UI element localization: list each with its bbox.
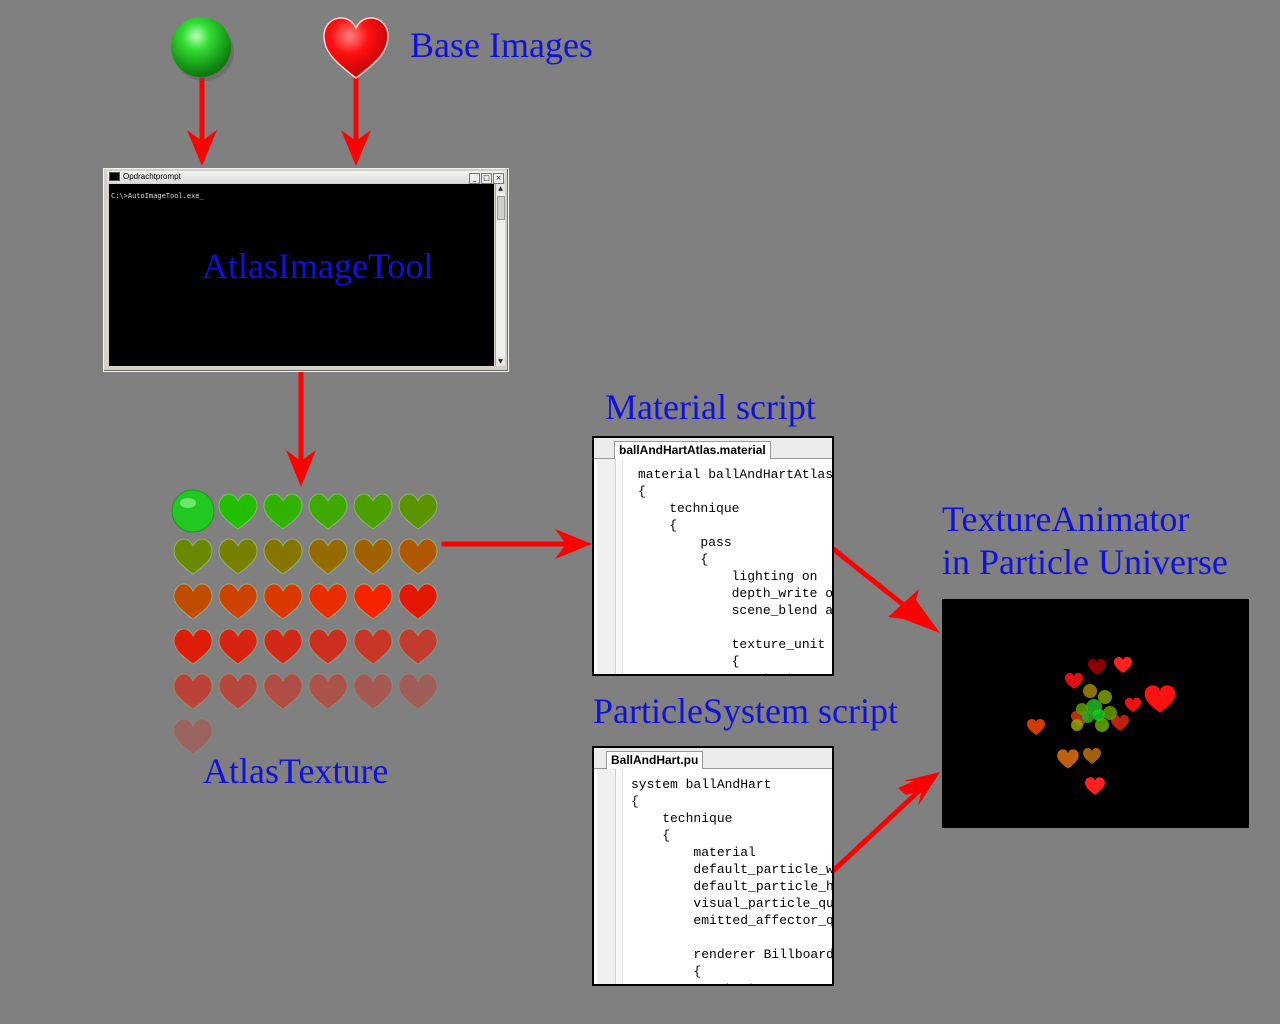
particle-heart [1124,697,1142,713]
particle-heart [1114,657,1132,673]
atlas-frame-heart [173,673,213,710]
particle-ball [1082,711,1094,723]
close-button[interactable]: × [493,173,504,184]
atlas-texture-label: AtlasTexture [203,751,389,791]
atlas-frame-heart [353,673,393,710]
scroll-down-icon[interactable]: ▼ [496,357,505,366]
maximize-button[interactable]: □ [481,173,492,184]
particle-preview [942,599,1249,828]
minimize-button[interactable]: _ [469,173,480,184]
particle-heart [1057,749,1079,769]
material-editor[interactable]: ballAndHartAtlas.material material ballA… [592,436,834,676]
atlas-frame-heart [398,538,438,575]
particle-ball [1098,690,1112,704]
particle-system-script-label: ParticleSystem script [593,691,898,731]
atlas-frame-heart [218,583,258,620]
fold-margin [617,769,623,984]
atlas-frame-heart [398,673,438,710]
atlas-frame-heart [173,538,213,575]
atlas-frame-heart [218,538,258,575]
atlas-frame-heart [263,493,303,530]
window-titlebar[interactable]: Opdrachtprompt _□× [107,171,505,184]
scroll-up-icon[interactable]: ▲ [496,184,505,193]
particle-heart [1085,777,1105,795]
material-script-label: Material script [605,387,816,427]
red-heart-icon [323,17,389,79]
window-title: Opdrachtprompt [123,172,181,181]
particle-ball [1093,709,1105,721]
particle-heart [1065,673,1083,689]
line-gutter [597,459,616,674]
atlas-frame-heart [353,493,393,530]
green-ball-icon [171,17,234,81]
particle-cloud [1027,657,1176,795]
particle-heart [1088,659,1106,675]
particle-heart [1144,685,1176,713]
particle-ball [1103,706,1117,720]
atlas-frame-heart [263,673,303,710]
console-scrollbar[interactable]: ▲ ▼ [495,184,505,366]
atlas-frame-heart [308,493,348,530]
arrow-system-to-particles [828,786,924,876]
atlas-texture-grid [171,489,438,755]
scroll-thumb[interactable] [497,196,505,220]
material-code[interactable]: material ballAndHartAtlas { technique { … [638,467,834,674]
atlas-frame-heart [263,628,303,665]
editor-tabstrip: ballAndHartAtlas.material [594,438,832,459]
atlas-frame-ball [171,489,215,533]
particle-ball [1071,719,1083,731]
particle-heart [1083,748,1101,764]
command-prompt-window[interactable]: Opdrachtprompt _□× C:\>AutoImageTool.exe… [103,168,509,372]
atlas-frame-heart [308,628,348,665]
particle-system-code[interactable]: system ballAndHart { technique { materia… [631,777,834,984]
atlas-frame-heart [353,628,393,665]
atlas-frame-heart [398,583,438,620]
texture-animator-subtitle: in Particle Universe [942,542,1228,582]
atlas-frame-heart [173,628,213,665]
atlas-image-tool-label: AtlasImageTool [202,246,434,286]
console-output[interactable]: C:\>AutoImageTool.exe_ [109,184,494,366]
atlas-frame-heart [218,628,258,665]
atlas-frame-heart [398,493,438,530]
particle-system-editor[interactable]: BallAndHart.pu system ballAndHart { tech… [592,746,834,986]
atlas-frame-heart [173,718,213,755]
console-prompt: C:\>AutoImageTool.exe_ [111,192,204,200]
tab-pu-file[interactable]: BallAndHart.pu [606,751,704,769]
editor-tabstrip: BallAndHart.pu [594,748,832,769]
atlas-frame-highlight [180,498,196,508]
particle-heart [1027,719,1045,735]
particle-ball [1095,718,1109,732]
atlas-frame-heart [263,538,303,575]
particle-heart [1111,715,1129,731]
base-images-label: Base Images [410,25,593,65]
atlas-frame-heart [173,583,213,620]
atlas-frame-heart [398,628,438,665]
texture-animator-title: TextureAnimator [942,499,1190,539]
line-gutter [597,769,616,984]
fold-margin [617,459,623,674]
atlas-frame-heart [308,583,348,620]
atlas-frame-heart [353,583,393,620]
atlas-frame-heart [218,673,258,710]
atlas-frame-heart [308,673,348,710]
console-icon [109,172,120,182]
atlas-frame-heart [263,583,303,620]
atlas-frame-heart [308,538,348,575]
particle-ball [1083,684,1097,698]
atlas-frame-heart [353,538,393,575]
tab-material-file[interactable]: ballAndHartAtlas.material [614,441,771,459]
atlas-frame-heart [218,493,258,530]
